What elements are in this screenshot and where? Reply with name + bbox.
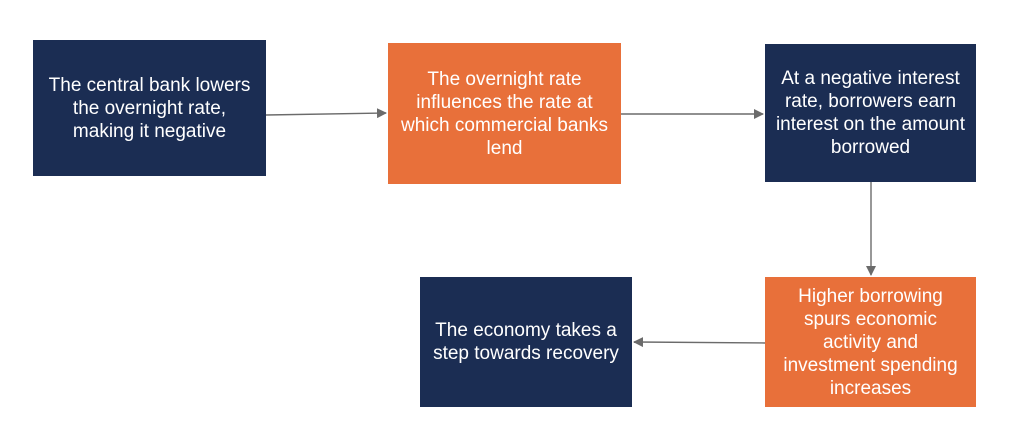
node-label: The economy takes a step towards recover…	[433, 320, 619, 364]
node-central-bank-lowers-rate: The central bank lowers the overnight ra…	[33, 40, 266, 176]
node-label: The central bank lowers the overnight ra…	[48, 74, 251, 142]
arrow-node4-to-node5	[633, 337, 766, 348]
node-higher-borrowing: Higher borrowing spurs economic activity…	[765, 277, 976, 407]
node-overnight-rate-influence: The overnight rate influences the rate a…	[388, 43, 621, 184]
arrow-node1-to-node2	[265, 108, 387, 119]
node-label: The overnight rate influences the rate a…	[401, 68, 608, 159]
node-label: At a negative interest rate, borrowers e…	[775, 68, 966, 158]
node-economy-recovery: The economy takes a step towards recover…	[420, 277, 632, 407]
node-label: Higher borrowing spurs economic activity…	[783, 285, 958, 399]
node-borrowers-earn-interest: At a negative interest rate, borrowers e…	[765, 44, 976, 182]
